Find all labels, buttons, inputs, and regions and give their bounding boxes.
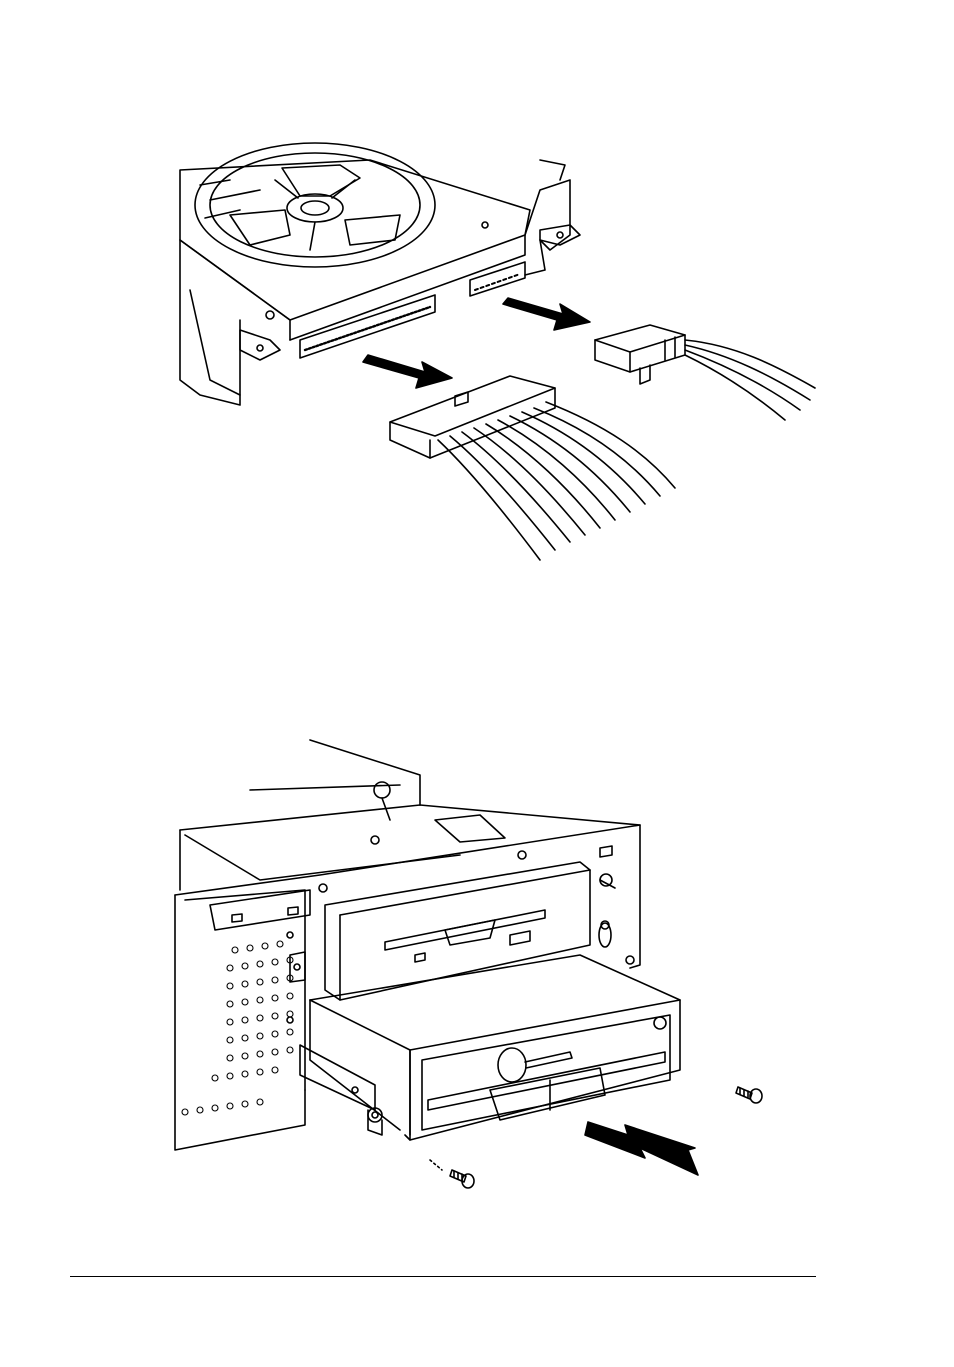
power-cable-arrow	[503, 298, 590, 330]
vent-grid	[182, 941, 293, 1115]
drive-removal-arrow	[585, 1122, 698, 1175]
ribbon-cable	[390, 376, 675, 560]
page-footer-rule	[70, 1276, 816, 1277]
upper-floppy-drive	[325, 862, 590, 1000]
screw-left	[430, 1160, 474, 1188]
floppy-drive-removal-illustration	[160, 730, 800, 1200]
lower-floppy-drive	[300, 955, 680, 1140]
power-cable	[595, 325, 815, 420]
screw-right	[736, 1087, 762, 1103]
hard-drive-cable-illustration	[170, 140, 830, 570]
ribbon-cable-arrow	[363, 355, 452, 388]
